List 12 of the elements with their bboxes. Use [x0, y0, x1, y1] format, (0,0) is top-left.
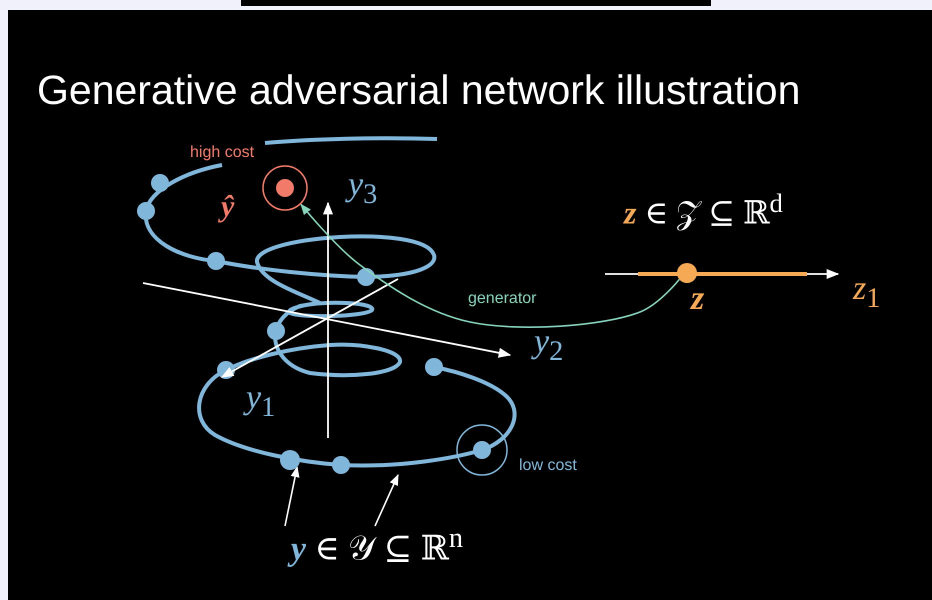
cost-label: low cost [519, 458, 577, 474]
variable-label: z [691, 282, 704, 316]
formula-label: z ∈ 𝒵 ⊆ ℝ$^{d}$ [624, 190, 783, 229]
target-ring [456, 424, 508, 476]
formula-label: y ∈ 𝒴 ⊆ ℝ$^{n}$ [262, 526, 492, 566]
edge-label: generator [466, 290, 538, 308]
axis-label: z$_{1}$ [853, 272, 880, 314]
data-point [280, 450, 300, 470]
slide-title: Generative adversarial network illustration [37, 70, 800, 111]
target-ring [262, 165, 308, 211]
data-point [677, 263, 697, 283]
cost-label: high cost [190, 145, 254, 161]
